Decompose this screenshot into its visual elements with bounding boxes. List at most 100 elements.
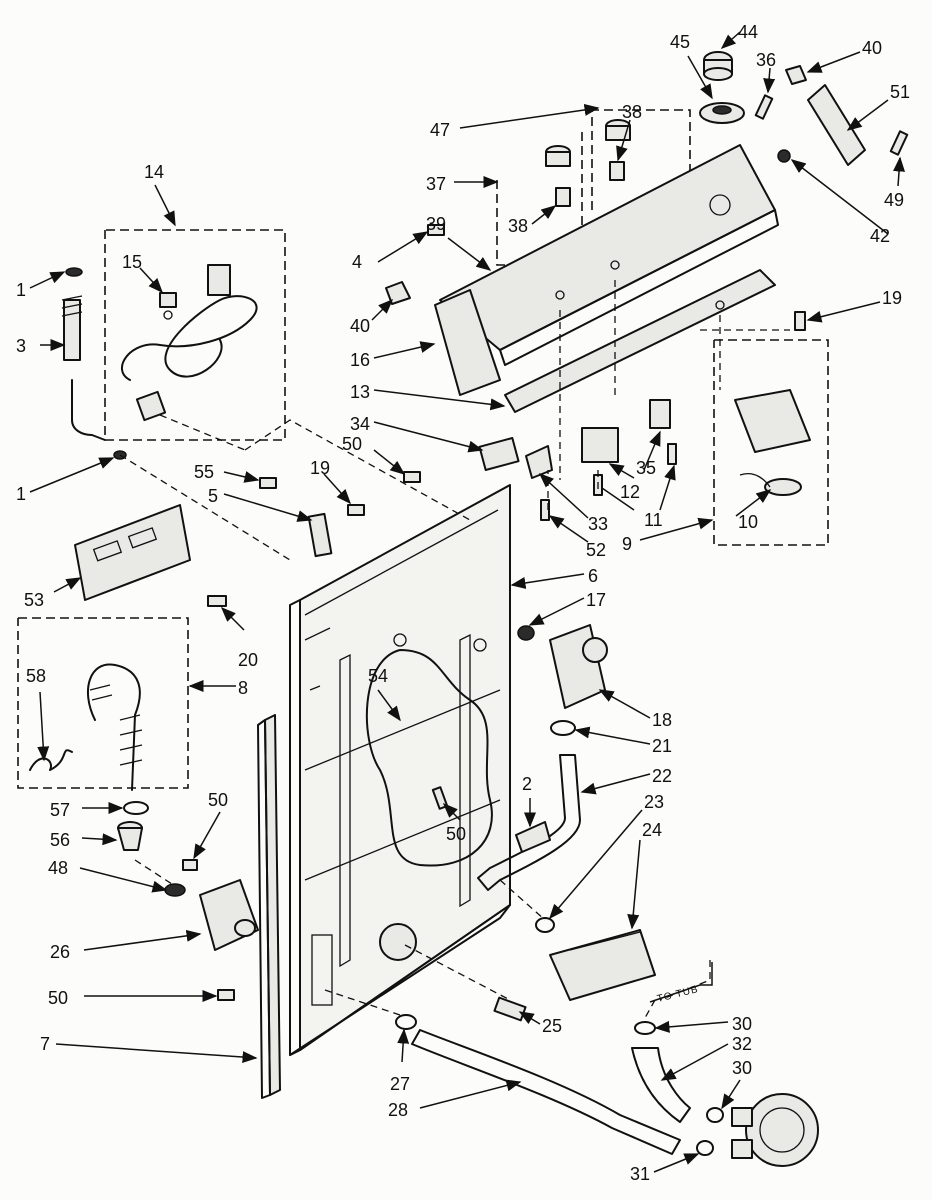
callout-c49: 49 (884, 190, 904, 210)
callout-c55: 55 (194, 462, 214, 482)
callout-c1: 1 (16, 280, 26, 300)
group-box-9 (713, 339, 829, 546)
screw-52 (540, 499, 550, 521)
callout-c11: 11 (644, 510, 663, 530)
leader-5 (223, 493, 313, 522)
leader-6 (510, 573, 585, 589)
hose-32 (631, 1047, 691, 1123)
callout-c54: 54 (368, 666, 388, 686)
washer-1-top (65, 267, 83, 277)
callout-c42: 42 (870, 226, 890, 246)
drain-hose-8 (86, 663, 143, 791)
power-cord-14 (120, 264, 258, 422)
screw-20 (207, 595, 227, 607)
callout-c14: 14 (144, 162, 164, 182)
bracket-53 (74, 504, 191, 601)
leader-23 (549, 809, 643, 920)
filter-24 (549, 929, 656, 1001)
leader-21 (574, 726, 651, 745)
leader-1 (29, 271, 66, 289)
leader-22 (580, 773, 651, 795)
leader-34 (373, 421, 484, 453)
callout-c50c: 50 (208, 790, 228, 810)
pump-body (731, 1093, 819, 1167)
leader-16 (373, 341, 436, 359)
callout-c38a: 38 (508, 216, 528, 236)
screw-50-lower (182, 859, 198, 871)
leader-48 (79, 867, 168, 893)
callout-c40a: 40 (350, 316, 370, 336)
screw-42 (777, 149, 791, 163)
clamp-23 (535, 917, 555, 933)
callout-c34: 34 (350, 414, 370, 434)
hose-22 (477, 754, 581, 891)
callout-c22: 22 (652, 766, 672, 786)
leader-55 (223, 471, 260, 483)
clip-40-top (785, 65, 807, 85)
knob-37 (545, 145, 571, 167)
ring-57 (123, 801, 149, 815)
leader-25 (518, 1011, 541, 1025)
screw-50-top (403, 471, 421, 483)
back-panel-6 (289, 484, 511, 1056)
callout-c21: 21 (652, 736, 672, 756)
timer-10 (734, 389, 811, 496)
inlet-hose-1 (71, 379, 106, 441)
leader-4 (377, 231, 429, 263)
strain-relief-15 (159, 292, 177, 320)
leader-58 (37, 691, 50, 762)
clamp-21 (550, 720, 576, 736)
group-box-8 (17, 617, 189, 789)
callout-c52: 52 (586, 540, 606, 560)
callout-c8: 8 (238, 678, 248, 698)
clamp-31 (696, 1140, 714, 1156)
callout-c28: 28 (388, 1100, 408, 1120)
leader-39 (447, 237, 492, 271)
leader-38b (616, 119, 631, 162)
leader-56 (81, 833, 118, 846)
knob-44 (703, 51, 733, 81)
leader-53 (53, 577, 82, 593)
callout-c7: 7 (40, 1034, 50, 1054)
callout-c35: 35 (636, 458, 656, 478)
callout-c2: 2 (522, 774, 532, 794)
leader-27 (397, 1028, 410, 1063)
hose-28 (411, 1029, 681, 1155)
assembly-lines (119, 280, 790, 1019)
leader-42 (790, 159, 889, 235)
clamp-30-bottom (706, 1107, 724, 1123)
fitting-2 (515, 821, 551, 853)
callout-c19a: 19 (310, 458, 330, 478)
callout-c32: 32 (732, 1034, 752, 1054)
leader-15 (139, 267, 164, 294)
callout-c57: 57 (50, 800, 70, 820)
leader-54 (377, 689, 401, 722)
leader-47 (459, 103, 600, 129)
screw-36 (754, 94, 774, 120)
leader-20 (220, 606, 245, 631)
group-box-14 (104, 229, 286, 441)
group-box-47 (591, 109, 691, 210)
leader-17 (528, 597, 585, 626)
leader-50b (442, 802, 461, 821)
callout-c33: 33 (588, 514, 608, 534)
callout-c47: 47 (430, 120, 450, 140)
bracket-51 (807, 84, 866, 166)
harness-54 (365, 649, 493, 867)
clip-58 (29, 749, 73, 771)
leader-14 (154, 184, 176, 227)
switch-35 (649, 399, 671, 429)
leader-13 (373, 389, 506, 411)
callout-c16: 16 (350, 350, 370, 370)
leader-49 (893, 156, 906, 187)
callout-c9: 9 (622, 534, 632, 554)
leader-51 (846, 99, 889, 131)
callout-c10: 10 (738, 512, 758, 532)
adapter-56 (117, 821, 143, 851)
callout-c4: 4 (352, 252, 362, 272)
knob-47 (605, 119, 631, 141)
leader-7 (55, 1043, 258, 1064)
clamp-5 (307, 512, 333, 558)
callout-c30b: 30 (732, 1058, 752, 1078)
